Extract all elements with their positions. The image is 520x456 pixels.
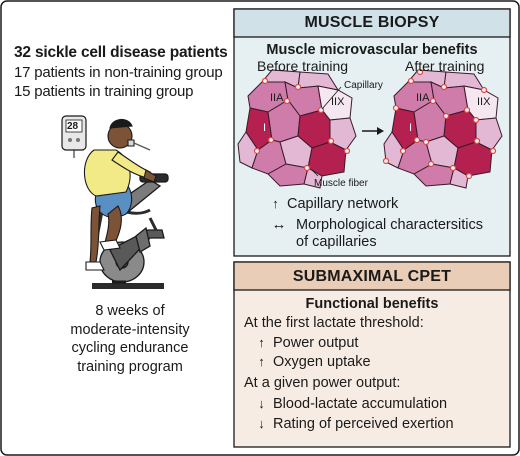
biopsy-benefit-capillary-network: ↑ Capillary network [268, 196, 398, 212]
after-training-label: After training [405, 58, 485, 74]
study-title: 32 sickle cell disease patients [14, 44, 228, 61]
biopsy-header: MUSCLE BIOPSY [304, 14, 440, 31]
capillaries-before [253, 77, 351, 172]
non-training-group-count: 17 patients in non-training group [14, 64, 223, 81]
submaximal-cpet-panel [233, 261, 511, 448]
up-arrow-icon: ↑ [272, 196, 279, 211]
item-text: Oxygen uptake [273, 354, 371, 370]
training-program-description: 8 weeks of moderate-intensity cycling en… [14, 302, 246, 376]
item-text: Rating of perceived exertion [273, 416, 454, 432]
benefit-text: Morphological charactersitics [296, 217, 483, 233]
training-group-count: 15 patients in training group [14, 83, 194, 100]
glucometer-reading: 28 [67, 121, 79, 132]
cpet-item-perceived-exertion: ↓ Rating of perceived exertion [254, 416, 454, 432]
program-line-3: cycling endurance [71, 340, 189, 356]
cyclist-icon [83, 118, 157, 271]
fiber-type-iix-after: IIX [477, 96, 491, 108]
capillaries-after [382, 68, 497, 180]
biopsy-benefit-morphology: ↔ Morphological charactersitics [268, 216, 483, 233]
muscle-fiber-label: Muscle fiber [314, 178, 368, 189]
benefit-text: Capillary network [287, 196, 399, 212]
item-text: Power output [273, 335, 359, 351]
cpet-item-power-output: ↑ Power output [254, 335, 358, 351]
biopsy-subtitle: Muscle microvascular benefits [266, 42, 478, 58]
fiber-type-iia-before: IIA [270, 92, 284, 104]
program-line-1: 8 weeks of [95, 303, 165, 319]
down-arrow-icon: ↓ [258, 416, 265, 431]
program-line-2: moderate-intensity [70, 321, 190, 338]
biopsy-benefit-morphology-line-2: of capillaries [296, 234, 377, 250]
double-arrow-icon: ↔ [271, 216, 287, 233]
glucometer-icon [61, 115, 87, 158]
before-training-label: Before training [257, 58, 349, 74]
cpet-subtitle: Functional benefits [305, 296, 439, 312]
fiber-type-iia-after: IIA [416, 92, 430, 104]
cpet-header: SUBMAXIMAL CPET [292, 268, 452, 285]
capillary-leader-line [321, 86, 342, 110]
capillary-label: Capillary [344, 80, 383, 91]
program-line-4: training program [77, 358, 183, 375]
lactate-threshold-heading: At the first lactate threshold: [244, 315, 424, 331]
transition-arrow [362, 127, 384, 135]
fiber-type-iix-before: IIX [331, 96, 345, 108]
fiber-type-i-before: I [263, 122, 267, 134]
power-output-heading: At a given power output: [244, 375, 401, 391]
down-arrow-icon: ↓ [258, 396, 265, 411]
cpet-item-blood-lactate: ↓ Blood-lactate accumulation [254, 396, 447, 412]
item-text: Blood-lactate accumulation [273, 396, 448, 412]
fiber-leader-line [311, 169, 319, 177]
up-arrow-icon: ↑ [258, 335, 265, 350]
cpet-item-oxygen-uptake: ↑ Oxygen uptake [254, 354, 371, 370]
up-arrow-icon: ↑ [258, 354, 265, 369]
fiber-type-i-after: I [409, 122, 413, 134]
muscle-cross-section-after [383, 69, 503, 189]
